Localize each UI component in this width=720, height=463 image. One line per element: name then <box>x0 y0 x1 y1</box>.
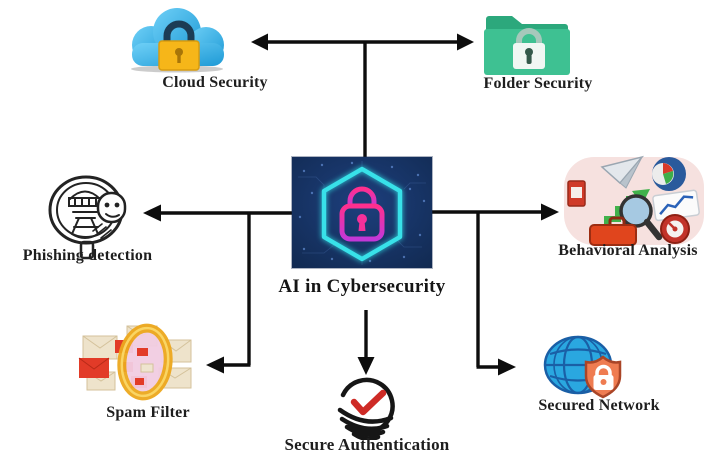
center-node-label: AI in Cybersecurity <box>278 276 446 297</box>
fingerprint-check-icon <box>337 377 395 440</box>
white-padlock <box>513 28 545 69</box>
arrowhead-to-phishing-icon <box>143 204 161 222</box>
folder-lock-icon <box>484 16 570 75</box>
arrowhead-to-spam-icon <box>206 356 224 374</box>
folder-security-node <box>477 7 577 77</box>
cloud-security-node <box>115 5 240 73</box>
arrowhead-to-behavioral-icon <box>541 203 559 221</box>
secure-authentication-label: Secure Authentication <box>284 435 450 454</box>
folder-back <box>486 16 568 33</box>
arrowhead-to-auth-icon <box>357 357 375 375</box>
burglar-figure <box>68 190 102 239</box>
spam-filter-label: Spam Filter <box>106 404 190 421</box>
neon-hexagon-lock-icon <box>292 157 432 268</box>
secure-authentication-node <box>328 374 404 440</box>
arrowhead-to-network-icon <box>498 358 516 376</box>
secured-network-node <box>540 333 624 399</box>
fingerprint-ridges <box>337 407 394 440</box>
magnifier-burglar-icon <box>48 175 127 260</box>
behavioral-analysis-label: Behavioral Analysis <box>558 242 698 259</box>
behavioral-analysis-node <box>562 151 708 248</box>
fingerprint-outline <box>340 377 395 435</box>
hatch-lines <box>92 223 112 239</box>
red-briefcase <box>589 216 637 246</box>
arrowhead-to-cloud-icon <box>251 33 268 51</box>
envelope-funnel-icon <box>78 323 192 401</box>
phishing-detection-label: Phishing detection <box>22 247 153 264</box>
paper-plane <box>600 155 645 189</box>
spam-filter-node <box>73 320 198 405</box>
center-node-ai-cybersecurity <box>292 157 432 268</box>
cloud-security-label: Cloud Security <box>162 74 268 91</box>
neon-hexagon <box>321 166 403 262</box>
head-pie-chart <box>652 157 686 191</box>
arrowhead-to-folder-icon <box>457 33 474 51</box>
gauge-dial <box>660 214 690 244</box>
analytics-collage-icon <box>564 155 704 246</box>
circuit-background <box>292 157 432 268</box>
secured-network-label: Secured Network <box>538 397 660 414</box>
red-canister <box>567 180 586 207</box>
golden-filter-ring <box>117 323 173 401</box>
circuit-dots <box>298 161 426 263</box>
globe-shield-icon <box>543 335 622 399</box>
chart-card <box>652 189 700 222</box>
mask-face <box>96 191 127 224</box>
magnifier-handle <box>79 240 95 260</box>
shield-lock <box>584 355 622 399</box>
filtered-mail <box>135 348 154 385</box>
phishing-detection-node <box>36 169 136 261</box>
red-checkmark <box>350 389 387 416</box>
cloud-lock-icon <box>131 8 224 73</box>
padlock-glyph <box>339 186 385 242</box>
folder-security-label: Folder Security <box>483 75 593 92</box>
gold-padlock <box>158 20 200 71</box>
magnifier-glass <box>619 194 663 241</box>
